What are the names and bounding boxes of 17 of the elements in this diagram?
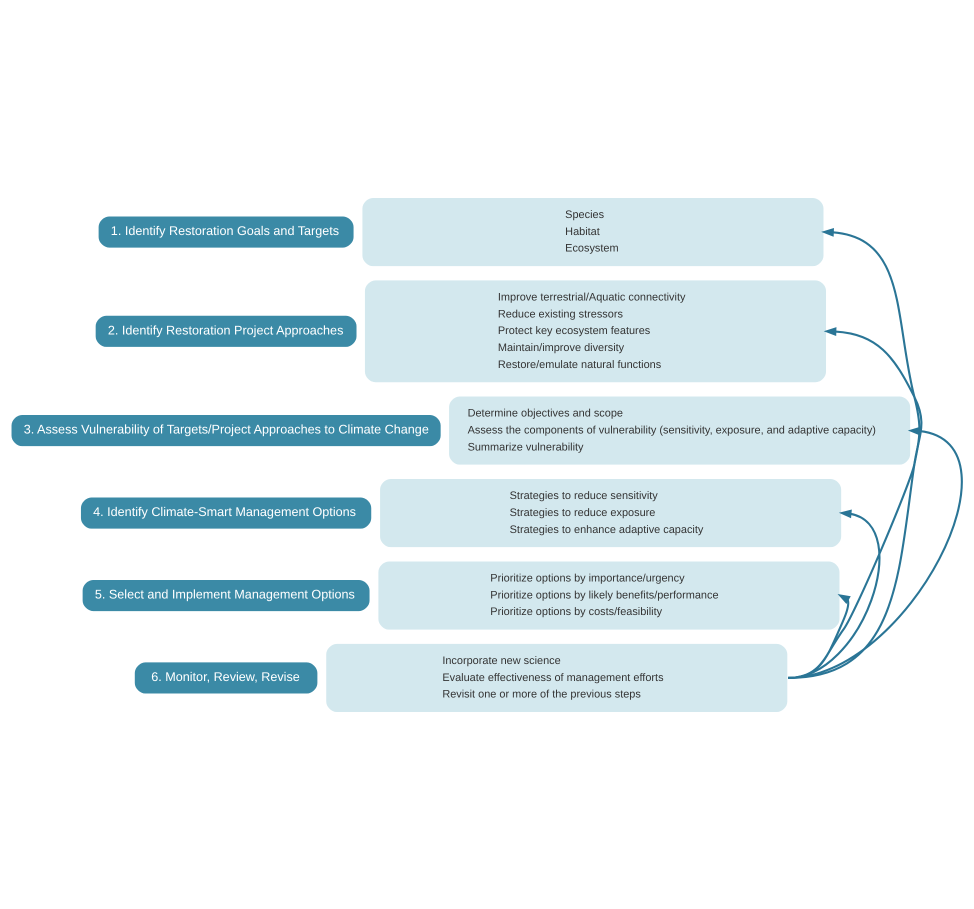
arrow	[788, 508, 880, 679]
node-box: 2. Identify Restoration Project Approaches	[96, 315, 356, 346]
node-box: 1. Identify Restoration Goals and Targets	[98, 216, 354, 248]
node-box: Prioritize options by importance/urgency Prioritize options by likely benefits/performance Prioritize options by costs/feasibility	[378, 560, 840, 630]
arrow	[788, 227, 920, 679]
node-box: Improve terrestrial/Aquatic connectivity Reduce existing stressors Protect key ecosystem features Maintain/improve diversity Restore/emulate natural functions	[364, 280, 826, 382]
node-box: Incorporate new science Evaluate effectiveness of management efforts Revisit one or more of the previous steps	[326, 643, 788, 712]
node-box: Species Habitat Ecosystem	[362, 197, 824, 266]
arrow	[788, 593, 851, 679]
node-box: 5. Select and Implement Management Options	[82, 579, 370, 611]
node-box: Strategies to reduce sensitivity Strategies to reduce exposure Strategies to enhance adaptive capacity	[380, 478, 842, 547]
node-box: 3. Assess Vulnerability of Targets/Project Approaches to Climate Change	[12, 414, 441, 446]
node-box: Determine objectives and scope Assess the components of vulnerability (sensitivity, exposure, and adaptive capacity) Summarize vulnerability	[449, 396, 910, 464]
arrow	[788, 326, 922, 679]
node-box: 6. Monitor, Review, Revise	[134, 662, 318, 694]
node-box: 4. Identify Climate-Smart Management Options	[80, 497, 372, 528]
arrow	[788, 426, 962, 679]
